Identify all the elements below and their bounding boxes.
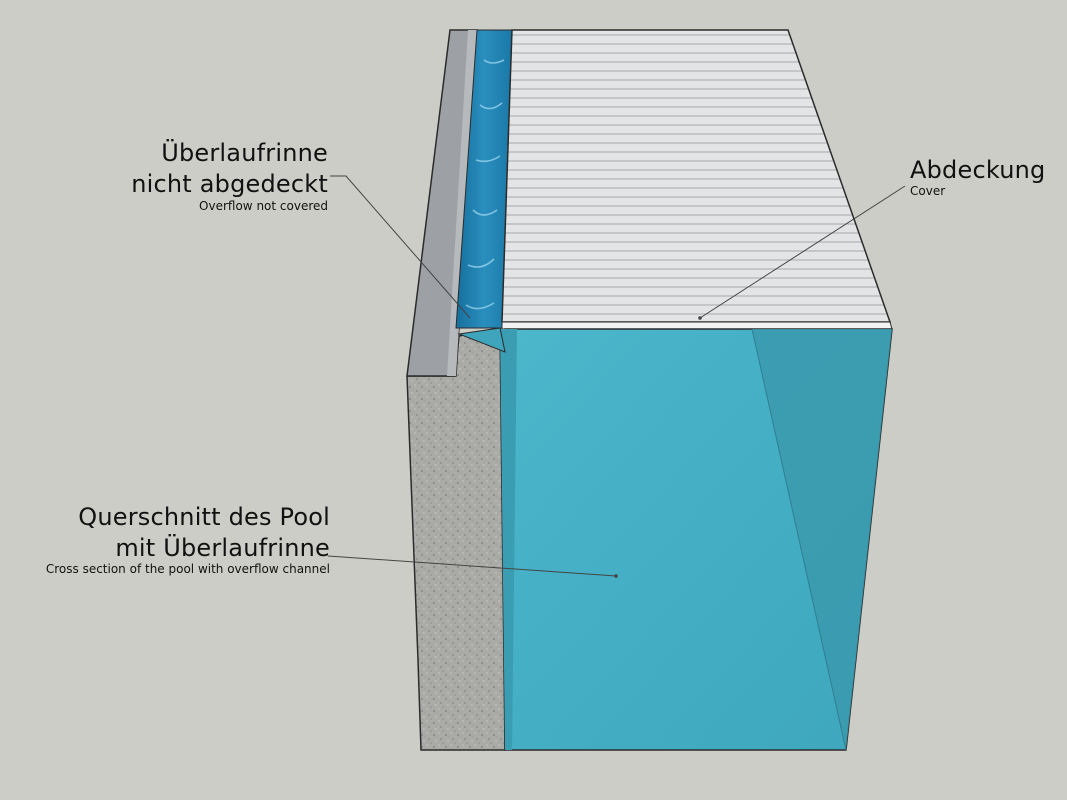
coping-stone-top (447, 30, 477, 376)
cross-section-title-line2: mit Überlaufrinne (115, 534, 330, 562)
pool-back-wall-shade (752, 329, 892, 750)
cross-section-title-line1: Querschnitt des Pool (78, 503, 330, 531)
pool-back-wall-edge (751, 328, 847, 751)
leader-overflow (330, 175, 471, 319)
leader-cover (699, 185, 906, 319)
cover-subtitle: Cover (910, 184, 946, 198)
overflow-title-line1: Überlaufrinne (161, 139, 328, 167)
leader-lines (327, 175, 906, 577)
cover-title: Abdeckung (910, 156, 1046, 184)
cross-section-subtitle: Cross section of the pool with overflow … (45, 562, 330, 576)
overflow-channel-caustics (465, 59, 505, 310)
leader-cover-tip (698, 316, 702, 320)
pool-wall-strip (500, 329, 517, 750)
pool-cover-front-edge (501, 321, 893, 330)
concrete-wall-section (406, 327, 506, 751)
overflow-title-line2: nicht abgedeckt (131, 170, 328, 198)
pool-cover (501, 29, 892, 323)
leader-cross-section (327, 555, 617, 577)
leader-cross-section-tip (614, 574, 618, 578)
overflow-lip (457, 327, 506, 353)
overflow-subtitle: Overflow not covered (199, 199, 328, 213)
